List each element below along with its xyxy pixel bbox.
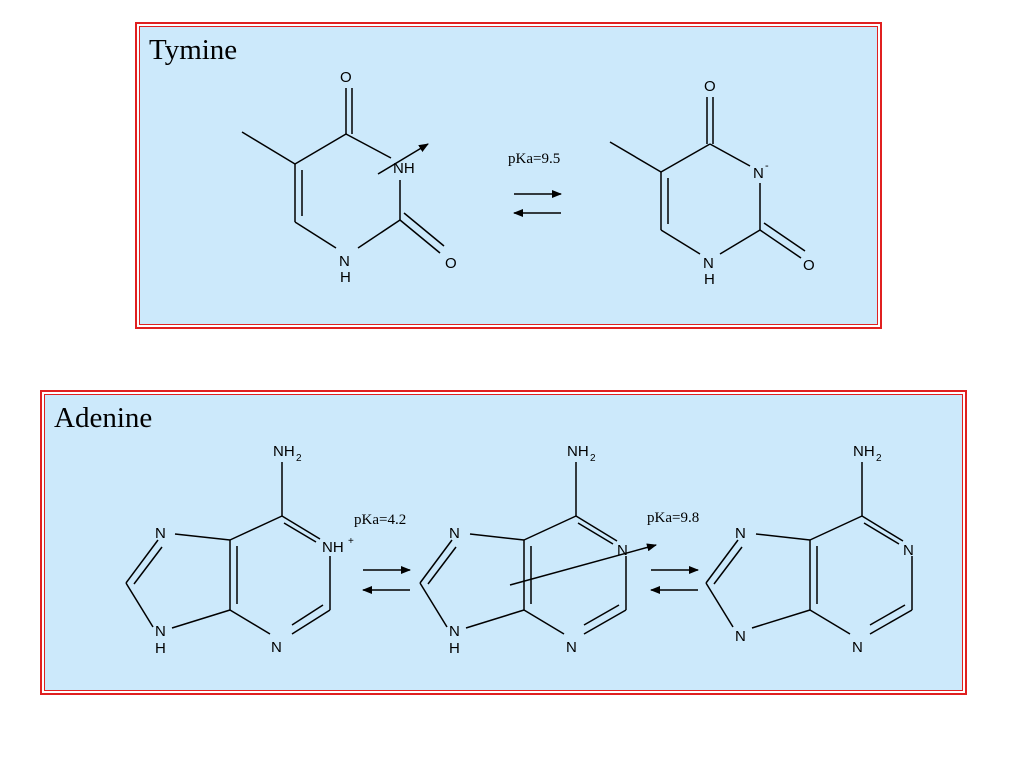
deprotonation-arrow-adenine [509,543,657,586]
deprotonation-arrow [377,143,429,175]
neutral-nh2: NH [567,443,589,460]
adenine-pka2: pKa=9.8 [647,510,699,526]
anion-n1: N [903,542,914,559]
thymine-title: Tymine [149,34,238,66]
adenine-neutral-molecule: NH 2 N N N N H [419,443,628,657]
anion-nh2: NH [853,443,875,460]
anion-n3: N [852,639,863,656]
atom-o-top: O [340,69,352,86]
anion-atom-o-right: O [803,257,815,274]
adenine-pka1: pKa=4.2 [354,512,406,528]
atom-o-right: O [445,255,457,272]
anion-atom-o-top: O [704,78,716,95]
cation-plus: + [348,536,354,547]
thymine-anion-molecule: O N - O N H [609,78,815,288]
neutral-n9: N [449,623,460,640]
cation-n3: N [271,639,282,656]
adenine-title: Adenine [54,402,153,434]
cation-nh-plus: NH [322,539,344,556]
adenine-anion-molecule: NH 2 N N N N [705,443,914,656]
neutral-n1: N [617,542,628,559]
svg-text:2: 2 [296,453,302,464]
adenine-panel: Adenine [40,390,967,695]
svg-text:2: 2 [876,453,882,464]
neutral-h9: H [449,640,460,657]
cation-n9: N [155,623,166,640]
anion-n9: N [735,628,746,645]
cation-h9: H [155,640,166,657]
cation-n7: N [155,525,166,542]
atom-nh: NH [393,160,415,177]
thymine-pka: pKa=9.5 [508,151,560,167]
anion-n7: N [735,525,746,542]
neutral-n3: N [566,639,577,656]
anion-atom-n: N [753,165,764,182]
anion-charge: - [765,160,769,172]
atom-h-bottom: H [340,269,351,286]
anion-atom-n-bottom: N [703,255,714,272]
neutral-n7: N [449,525,460,542]
atom-n-bottom: N [339,253,350,270]
anion-atom-h-bottom: H [704,271,715,288]
cation-nh2: NH [273,443,295,460]
thymine-panel: Tymine [135,22,882,329]
svg-text:2: 2 [590,453,596,464]
thymine-molecule: O NH O N H [241,69,457,286]
adenine-cation-molecule: NH 2 N NH + N N H [125,443,354,657]
